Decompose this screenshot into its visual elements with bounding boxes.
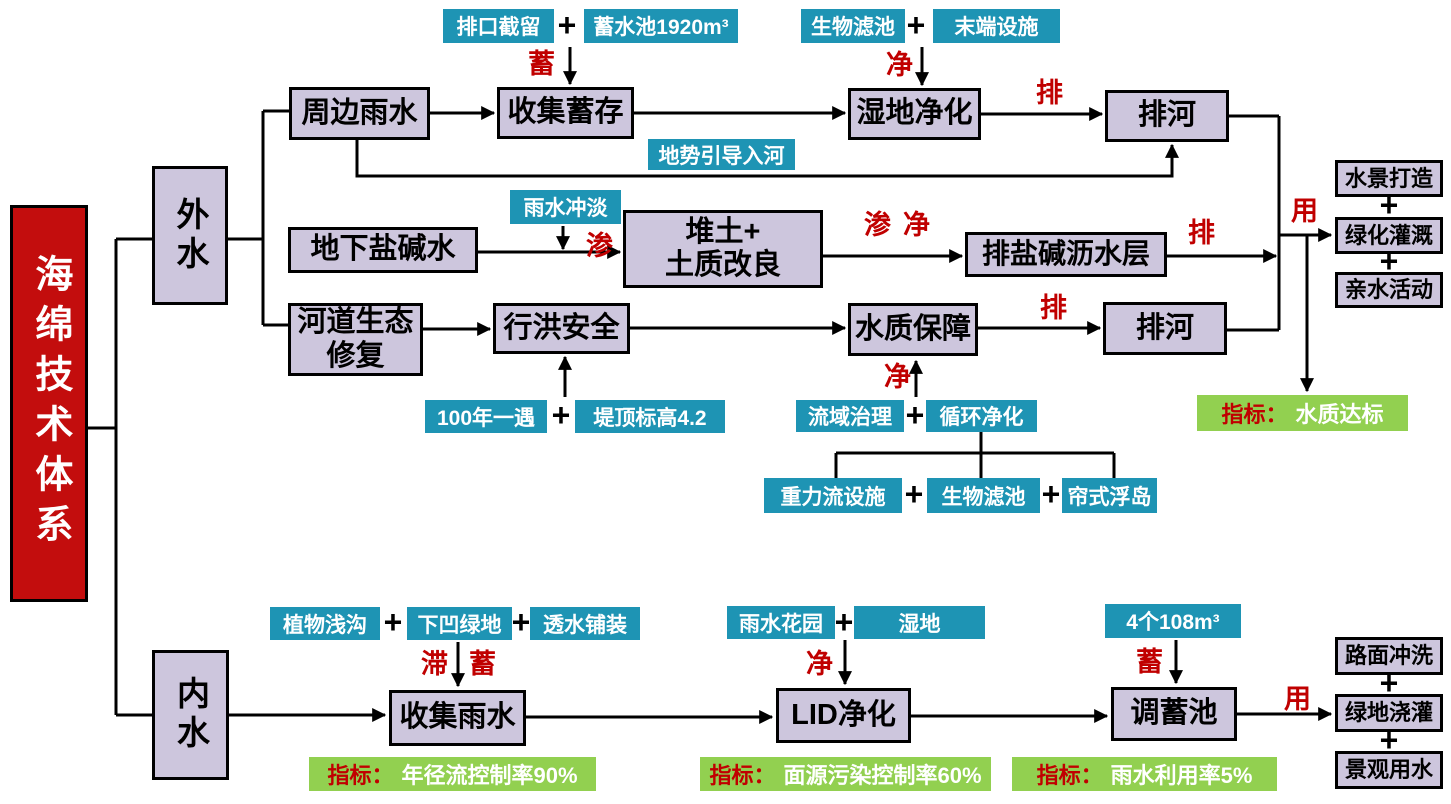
input-gravity-flow-facility: 重力流设施 (764, 478, 902, 513)
root-branch-line (88, 237, 152, 717)
node-wetland-purification: 湿地净化 (848, 88, 981, 140)
flow-label-seep: 渗 (864, 210, 891, 240)
node-discharge-river-2: 排河 (1103, 302, 1227, 355)
branch-node-external-water: 外水 (152, 166, 228, 305)
indicator-value: 雨水利用率5% (1110, 763, 1253, 788)
plus-icon: + (906, 7, 926, 43)
flow-label-drain: 排 (1040, 293, 1067, 323)
input-storage-pool-1920m3: 蓄水池1920m³ (584, 9, 738, 43)
input-wetland: 湿地 (854, 606, 985, 639)
indicator-annual-runoff-control: 指标： 年径流控制率90% (309, 757, 596, 791)
node-flood-safety: 行洪安全 (493, 303, 630, 354)
flow-label-store: 蓄 (1136, 647, 1163, 677)
plus-icon: + (834, 604, 854, 640)
flow-label-purify: 净 (806, 649, 833, 679)
input-terminal-facility: 末端设施 (933, 9, 1060, 43)
flow-label-purify: 净 (884, 362, 911, 392)
node-water-quality-assurance: 水质保障 (848, 303, 978, 356)
node-river-restoration-line2: 修复 (326, 339, 385, 372)
indicator-rainwater-utilization: 指标： 雨水利用率5% (1012, 757, 1277, 791)
flow-label-detain: 滞 (421, 649, 448, 679)
plus-icon: + (905, 397, 925, 433)
indicator-label: 指标： (709, 763, 776, 788)
node-soil-improvement-line2: 土质改良 (664, 249, 781, 281)
flow-label-use: 用 (1291, 196, 1318, 226)
flow-label-drain: 排 (1188, 218, 1215, 248)
input-watershed-management: 流域治理 (796, 400, 904, 432)
input-rain-garden: 雨水花园 (727, 606, 835, 639)
input-rainwater-desalting: 雨水冲淡 (510, 190, 621, 224)
input-sunken-greenbelt: 下凹绿地 (407, 607, 512, 640)
plus-icon: + (1379, 187, 1399, 223)
use-landscape-water: 景观用水 (1335, 751, 1443, 789)
use-greenbelt-watering: 绿地浇灌 (1335, 694, 1443, 732)
input-vegetated-swale: 植物浅沟 (270, 607, 380, 640)
indicator-label: 指标： (1221, 402, 1288, 427)
node-regulating-storage-tank: 调蓄池 (1111, 687, 1237, 741)
cycle-purify-bracket (834, 432, 1116, 478)
plus-icon: + (551, 397, 571, 433)
flow-label-purify: 净 (886, 50, 913, 80)
plus-icon: + (383, 604, 403, 640)
flow-label-purify: 净 (903, 210, 930, 240)
input-100-year-flood: 100年一遇 (425, 400, 547, 433)
use-water-activities: 亲水活动 (1335, 272, 1443, 308)
indicator-value: 面源污染控制率60% (783, 763, 982, 788)
branch-node-internal-water: 内水 (152, 650, 229, 780)
flow-label-drain: 排 (1036, 78, 1063, 108)
external-branch-line (228, 109, 289, 327)
node-collect-storage: 收集蓄存 (497, 87, 634, 139)
label-terrain-guide-to-river: 地势引导入河 (648, 139, 795, 170)
input-bio-filter-sub: 生物滤池 (927, 478, 1040, 513)
indicator-label: 指标： (327, 763, 394, 788)
node-discharge-river-1: 排河 (1105, 90, 1229, 142)
plus-icon: + (904, 476, 924, 512)
indicator-value: 年径流控制率90% (401, 763, 578, 788)
node-soil-improvement: 堆土+ 土质改良 (623, 210, 823, 288)
use-waterscape-creation: 水景打造 (1335, 160, 1443, 197)
node-surrounding-rainwater: 周边雨水 (289, 87, 430, 140)
input-levee-crest-elevation: 堤顶标高4.2 (575, 400, 725, 433)
plus-icon: + (511, 604, 531, 640)
node-saline-drainage-layer: 排盐碱沥水层 (965, 232, 1167, 277)
plus-icon: + (1379, 243, 1399, 279)
plus-icon: + (1041, 476, 1061, 512)
input-4x108m3-tanks: 4个108m³ (1105, 604, 1241, 638)
use-greening-irrigation: 绿化灌溉 (1335, 217, 1443, 254)
input-curtain-floating-island: 帘式浮岛 (1062, 478, 1157, 513)
plus-icon: + (557, 7, 577, 43)
input-bio-filter-top: 生物滤池 (801, 9, 905, 43)
node-river-ecological-restoration: 河道生态 修复 (288, 303, 423, 376)
indicator-water-quality: 指标： 水质达标 (1197, 395, 1408, 431)
discharge-collector-line (1227, 114, 1281, 332)
flow-label-seep: 渗 (586, 231, 613, 261)
node-soil-improvement-line1: 堆土+ (685, 215, 761, 248)
flow-label-store: 蓄 (528, 49, 555, 79)
indicator-nonpoint-pollution-control: 指标： 面源污染控制率60% (700, 757, 991, 791)
plus-icon: + (1379, 722, 1399, 758)
flow-label-seep-purify: 渗净 (864, 212, 930, 239)
indicator-value: 水质达标 (1295, 402, 1384, 427)
root-node-title: 海绵技术体系 (10, 205, 88, 602)
input-outfall-interception: 排口截留 (443, 9, 554, 43)
flow-label-store: 蓄 (469, 649, 496, 679)
flow-label-use: 用 (1284, 684, 1311, 714)
node-river-restoration-line1: 河道生态 (297, 306, 414, 339)
input-cycle-purification: 循环净化 (926, 400, 1037, 432)
input-permeable-paving: 透水铺装 (530, 607, 640, 640)
node-underground-saline-water: 地下盐碱水 (288, 227, 478, 273)
node-lid-purification: LID净化 (776, 688, 911, 743)
indicator-label: 指标： (1036, 763, 1103, 788)
use-road-flushing: 路面冲洗 (1335, 637, 1443, 675)
node-collect-rainwater: 收集雨水 (389, 690, 526, 746)
plus-icon: + (1379, 665, 1399, 701)
